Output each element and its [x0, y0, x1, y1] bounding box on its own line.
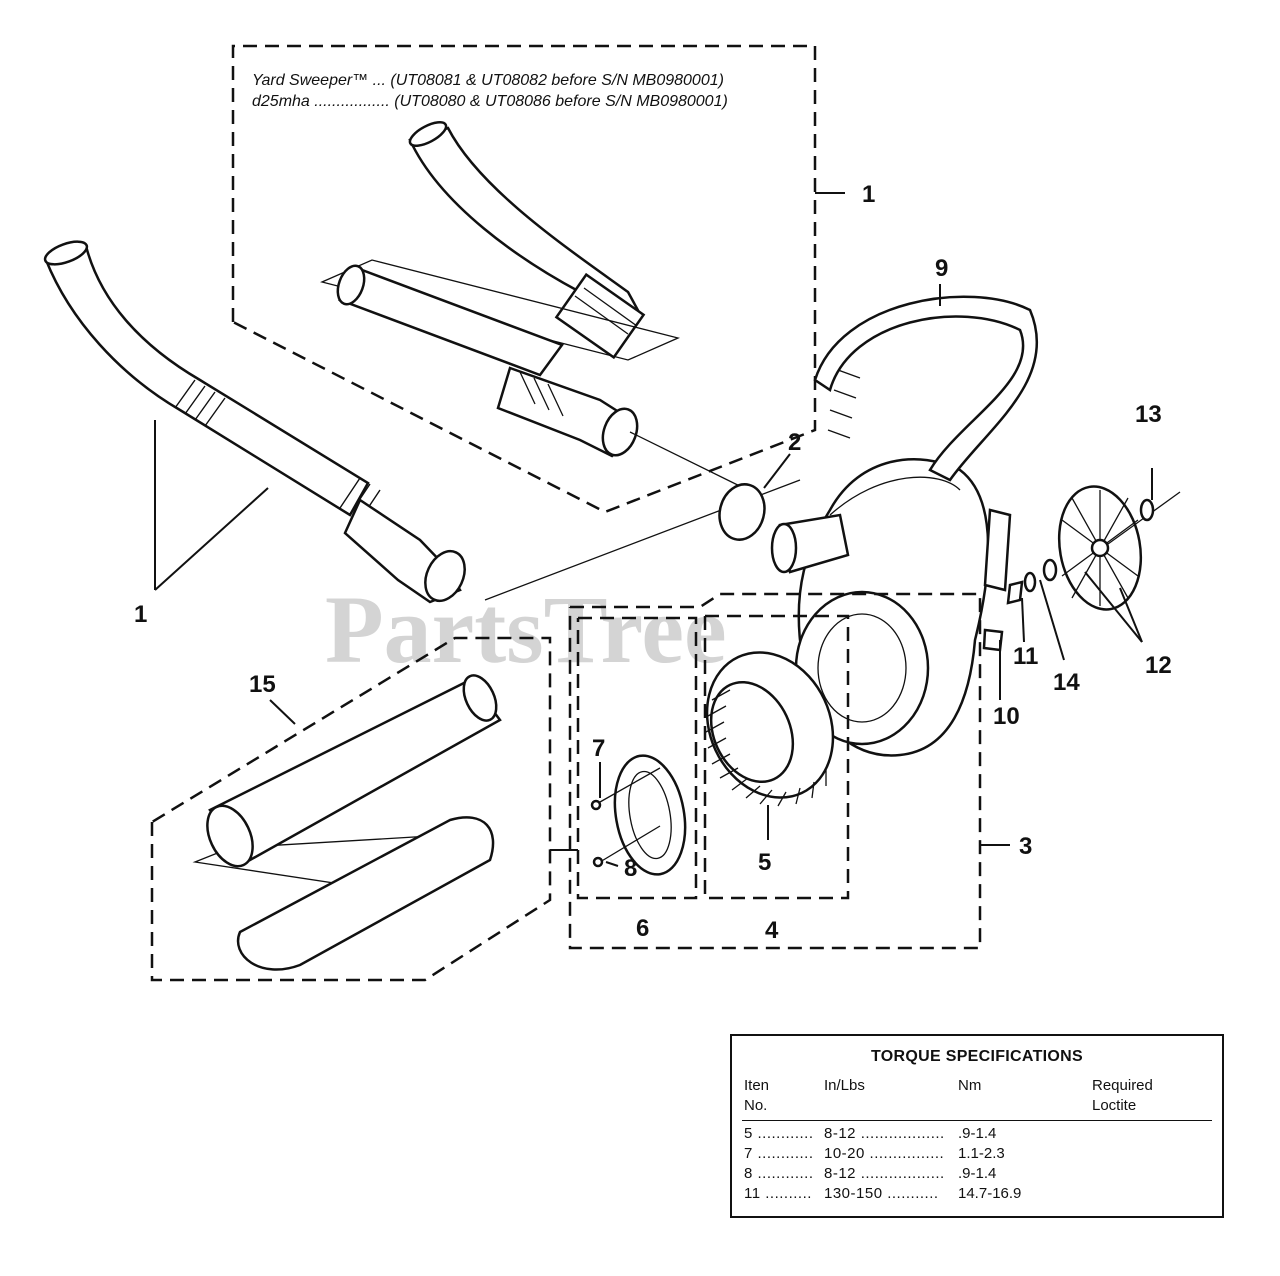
- callout-15: 15: [249, 671, 276, 698]
- callout-9: 9: [935, 255, 948, 282]
- callout-3: 3: [1019, 833, 1032, 860]
- header-item-line1: Iten: [744, 1077, 770, 1094]
- row-item: 8 ............: [744, 1165, 814, 1182]
- row-item: 5 ............: [744, 1125, 814, 1142]
- nozzle-kit-box: [150, 636, 552, 982]
- torque-table-header: Iten No. In/Lbs Nm Required Loctite: [732, 1076, 1222, 1116]
- row-item: 11 ..........: [744, 1185, 812, 1202]
- nut-washer: [1006, 558, 1065, 661]
- row-inlbs: 130-150 ...........: [824, 1185, 939, 1202]
- callout-7: 7: [592, 735, 605, 762]
- header-loctite-line2: Loctite: [1092, 1097, 1137, 1114]
- callout-11: 11: [1013, 643, 1038, 670]
- model-note-line1: Yard Sweeper™ ... (UT08081 & UT08082 bef…: [252, 72, 724, 89]
- hose-clamp: [718, 453, 791, 541]
- callout-4: 4: [765, 917, 779, 944]
- watermark-text: PartsTree: [325, 576, 727, 683]
- retaining-plate: [590, 754, 687, 876]
- table-divider: [742, 1120, 1212, 1121]
- model-note-line2: d25mha ................. (UT08080 & UT08…: [252, 93, 728, 110]
- impeller-fan: [1057, 468, 1181, 643]
- straight-tube: [320, 259, 680, 458]
- header-inlbs: In/Lbs: [824, 1077, 865, 1094]
- upper-tube: [408, 121, 646, 360]
- torque-spec-table: TORQUE SPECIFICATIONS Iten No. In/Lbs Nm…: [730, 1034, 1224, 1218]
- table-row: 7 ............ 10-20 ................ 1.…: [732, 1145, 1222, 1165]
- header-nm: Nm: [958, 1077, 982, 1094]
- callout-8: 8: [624, 855, 637, 882]
- callout-5: 5: [758, 849, 771, 876]
- table-row: 11 .......... 130-150 ........... 14.7-1…: [732, 1185, 1222, 1205]
- header-item: Iten No.: [744, 1076, 769, 1116]
- mounting-bracket: [982, 628, 1004, 700]
- nozzle-tube: [192, 674, 502, 897]
- callout-1-bracket: [154, 420, 269, 591]
- plate-kit-box: [576, 616, 698, 900]
- row-item: 7 ............: [744, 1145, 814, 1162]
- row-inlbs: 8-12 ..................: [824, 1125, 945, 1142]
- callout-1-upper: 1: [862, 181, 875, 208]
- flex-hose: [43, 240, 466, 604]
- tube-kit-box: [231, 44, 845, 514]
- blower-housing: [770, 458, 990, 757]
- header-item-line2: No.: [744, 1097, 768, 1114]
- torque-table-title: TORQUE SPECIFICATIONS: [871, 1048, 1083, 1065]
- shoulder-strap: [813, 284, 1039, 592]
- row-inlbs: 8-12 ..................: [824, 1165, 945, 1182]
- callout-1-lower: 1: [134, 601, 147, 628]
- header-loctite: Required Loctite: [1092, 1076, 1153, 1116]
- callout-12: 12: [1145, 652, 1172, 679]
- cover-kit-box: [703, 614, 850, 900]
- callout-13: 13: [1135, 401, 1162, 428]
- row-nm: 1.1-2.3: [958, 1145, 1005, 1162]
- table-row: 5 ............ 8-12 .................. .…: [732, 1125, 1222, 1145]
- callout-10: 10: [993, 703, 1020, 730]
- row-nm: .9-1.4: [958, 1125, 997, 1142]
- row-nm: 14.7-16.9: [958, 1185, 1022, 1202]
- header-loctite-line1: Required: [1092, 1077, 1153, 1094]
- callout-14: 14: [1053, 669, 1080, 696]
- callout-2: 2: [788, 429, 801, 456]
- flat-nozzle: [236, 816, 495, 971]
- intake-cover: [705, 651, 835, 840]
- row-inlbs: 10-20 ................: [824, 1145, 945, 1162]
- row-nm: .9-1.4: [958, 1165, 997, 1182]
- table-row: 8 ............ 8-12 .................. .…: [732, 1165, 1222, 1185]
- callout-6: 6: [636, 915, 649, 942]
- housing-kit-box: [568, 592, 982, 950]
